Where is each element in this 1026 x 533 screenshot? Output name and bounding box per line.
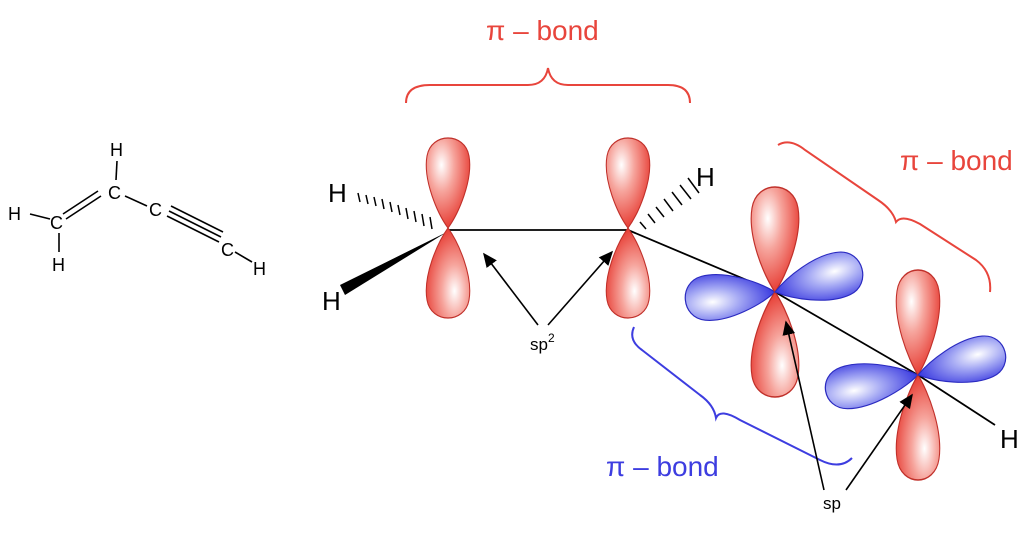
pi-bond-bracket-blue xyxy=(631,326,853,466)
atom-h-right: H xyxy=(253,259,266,279)
sp2-label: sp2 xyxy=(530,331,555,354)
atom-c-4: C xyxy=(221,240,234,260)
sp-label: sp xyxy=(823,494,841,513)
p-orbitals-c3 xyxy=(682,186,869,398)
h-atom-upper-right: H xyxy=(696,162,715,192)
hybridization-arrows xyxy=(483,250,913,491)
pi-bond-label-top: π – bond xyxy=(486,15,599,46)
p-orbital-c2 xyxy=(605,137,651,319)
h-atom-upper-left: H xyxy=(328,178,347,208)
atom-h-bottom: H xyxy=(52,255,65,275)
h-atom-lower-left: H xyxy=(322,286,341,316)
sp2-superscript: 2 xyxy=(548,331,555,345)
p-orbital-c1 xyxy=(425,137,471,319)
atom-c-2: C xyxy=(108,183,121,203)
hashed-wedge-left xyxy=(357,192,433,230)
pi-bond-label-blue: π – bond xyxy=(606,451,719,482)
solid-wedge-left xyxy=(340,232,447,295)
skeletal-structure: H C H C C H C H xyxy=(8,140,266,279)
pi-bond-bracket-right xyxy=(777,141,992,293)
atom-h-top: H xyxy=(110,140,123,160)
atom-c-3: C xyxy=(149,200,162,220)
sigma-bonds xyxy=(340,177,996,426)
pi-bond-bracket-top xyxy=(405,67,691,104)
pi-bond-label-right: π – bond xyxy=(900,145,1013,176)
atom-h-left: H xyxy=(8,204,21,224)
h-atom-terminal: H xyxy=(1000,424,1019,454)
atom-c-1: C xyxy=(50,213,63,233)
p-orbitals-c4 xyxy=(821,269,1012,481)
hashed-wedge-right xyxy=(639,177,700,230)
